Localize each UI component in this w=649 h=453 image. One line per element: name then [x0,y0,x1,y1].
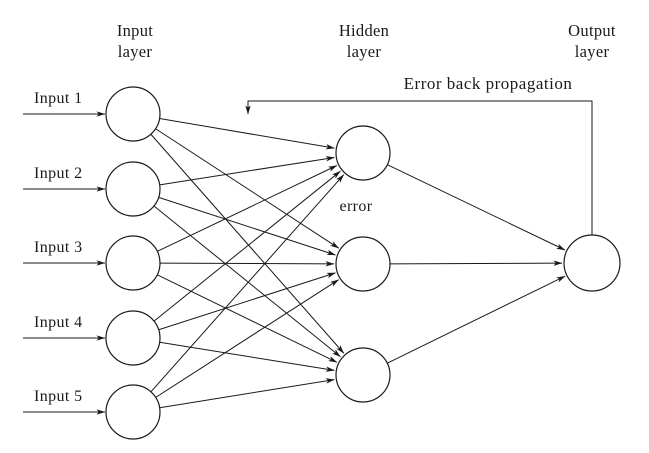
input-1-label: Input 1 [34,90,83,107]
hidden-2-to-output-1-edge [389,260,563,266]
input-neuron-1 [105,86,161,142]
hidden-layer-title-line1: Hidden [338,21,390,40]
output-layer-title-line2: layer [574,42,610,61]
input-neuron-2 [105,161,161,217]
input-3-to-hidden-3-edge [157,274,338,363]
input-3-to-hidden-2-edge [159,261,335,267]
hidden-neuron-3 [335,347,391,403]
error-label: error [339,198,373,215]
input-2-to-hidden-2-edge [158,196,336,256]
input-5-to-hidden-2-edge [155,279,339,398]
input-4-label: Input 4 [34,314,83,331]
input-1-to-hidden-1-edge [159,118,335,150]
output-layer-title-line1: Output [568,21,616,40]
input-neuron-4 [105,310,161,366]
hidden-layer-title: Hidden layer [339,20,389,62]
input-5-to-hidden-1-edge [150,174,345,393]
input-4-to-hidden-1-edge [153,170,341,322]
hidden-1-to-output-1-edge [387,164,566,251]
neuron-nodes [105,86,621,440]
input-1-to-hidden-2-edge [155,128,340,249]
connection-edges [23,100,593,415]
input-layer-title: Input layer [117,20,153,62]
hidden-layer-title-line2: layer [346,42,382,61]
output-neuron-1 [563,234,621,292]
input-4-to-hidden-3-edge [159,341,335,372]
input-5-label: Input 5 [34,388,83,405]
input-3-label: Input 3 [34,239,83,256]
input-layer-title-line1: Input [116,21,154,40]
error-back-propagation-path [245,100,593,235]
input-neuron-5 [105,384,161,440]
input-4-to-hidden-2-edge [158,272,336,331]
hidden-neuron-1 [335,125,391,181]
input-2-to-hidden-1-edge [159,156,335,186]
input-1-to-hidden-3-edge [150,133,345,354]
input-2-label: Input 2 [34,165,83,182]
input-2-to-hidden-3-edge [153,205,341,358]
input-layer-title-line2: layer [117,42,153,61]
input-neuron-3 [105,235,161,291]
output-layer-title: Output layer [568,20,616,62]
hidden-neuron-2 [335,236,391,292]
error-back-propagation-label: Error back propagation [403,74,573,93]
input-3-to-hidden-1-edge [157,165,338,252]
hidden-3-to-output-1-edge [387,275,566,364]
input-5-to-hidden-3-edge [159,378,335,409]
